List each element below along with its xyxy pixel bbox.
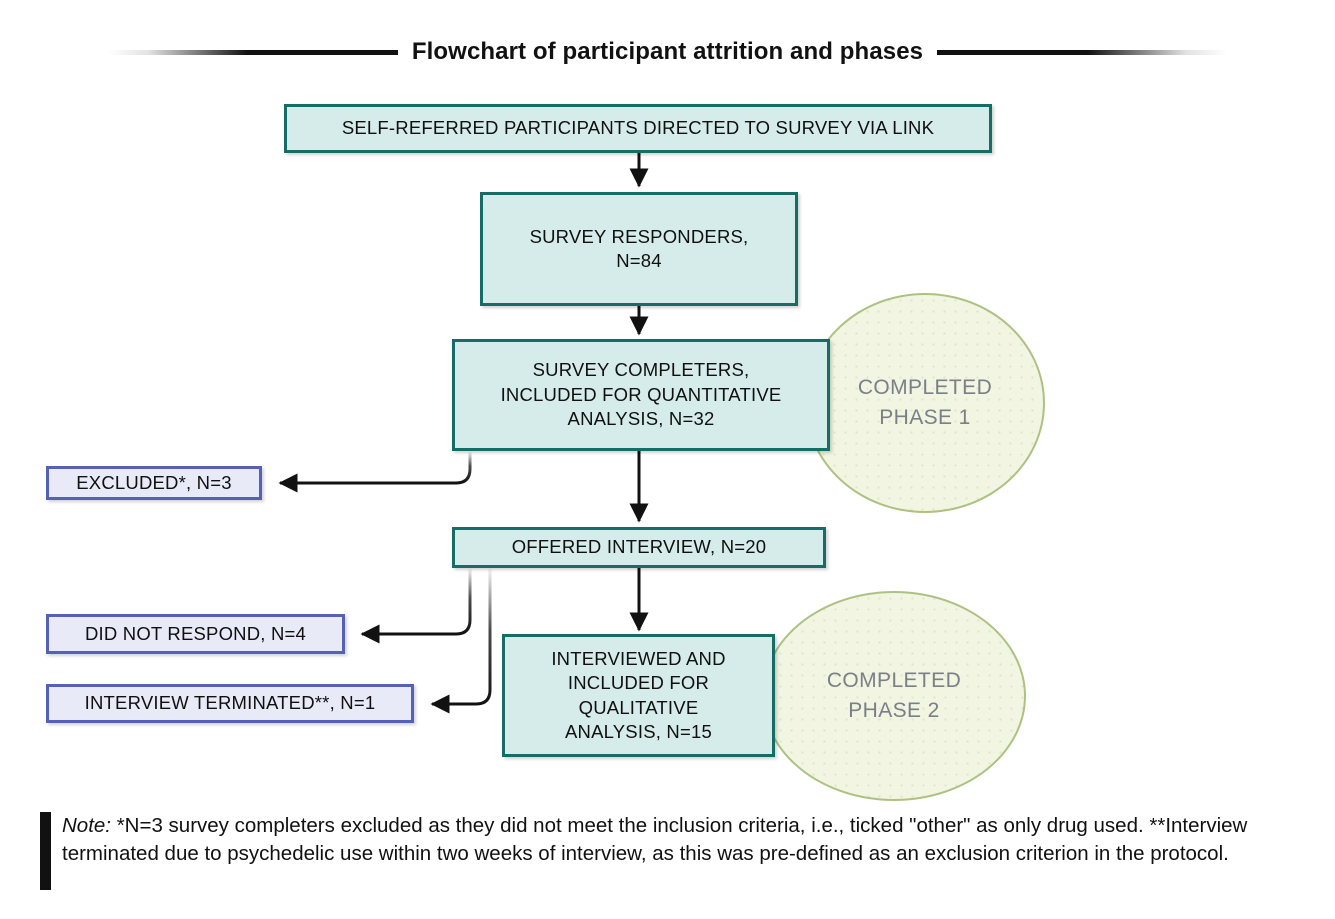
figure-title-row: Flowchart of participant attrition and p… <box>0 32 1335 72</box>
node-interviewed[interactable]: INTERVIEWED AND INCLUDED FOR QUALITATIVE… <box>502 634 775 757</box>
node-label: INTERVIEW TERMINATED**, N=1 <box>84 692 376 714</box>
connector-completers-to-excluded <box>278 452 472 493</box>
phase-badge-label: COMPLETED PHASE 1 <box>857 376 993 429</box>
node-interview-terminated[interactable]: INTERVIEW TERMINATED**, N=1 <box>46 684 414 723</box>
title-rule-left <box>107 49 398 55</box>
node-offered-interview[interactable]: OFFERED INTERVIEW, N=20 <box>452 527 826 568</box>
title-rule-right <box>937 49 1228 55</box>
phase-badge-phase-2: COMPLETED PHASE 2 <box>762 591 1026 801</box>
figure-note: Note: *N=3 survey completers excluded as… <box>40 812 1320 890</box>
node-excluded[interactable]: EXCLUDED*, N=3 <box>46 466 262 500</box>
note-lead-label: Note: <box>62 814 111 837</box>
node-label: INTERVIEWED AND INCLUDED FOR QUALITATIVE… <box>551 647 726 742</box>
page-title: Flowchart of participant attrition and p… <box>411 38 924 65</box>
note-body-text: *N=3 survey completers excluded as they … <box>62 814 1248 865</box>
node-label: SURVEY COMPLETERS, INCLUDED FOR QUANTITA… <box>500 359 782 430</box>
connector-offered-to-terminated <box>430 569 492 714</box>
node-label: SELF-REFERRED PARTICIPANTS DIRECTED TO S… <box>341 117 935 139</box>
node-survey-completers[interactable]: SURVEY COMPLETERS, INCLUDED FOR QUANTITA… <box>452 339 830 451</box>
node-label: OFFERED INTERVIEW, N=20 <box>511 536 767 558</box>
node-survey-responders[interactable]: SURVEY RESPONDERS, N=84 <box>480 192 798 306</box>
note-accent-bar <box>40 812 51 890</box>
phase-badge-phase-1: COMPLETED PHASE 1 <box>805 293 1045 513</box>
node-did-not-respond[interactable]: DID NOT RESPOND, N=4 <box>46 614 345 654</box>
node-label: EXCLUDED*, N=3 <box>76 471 232 493</box>
note-text: Note: *N=3 survey completers excluded as… <box>62 812 1320 868</box>
connector-offered-to-no-response <box>360 569 472 644</box>
node-label: DID NOT RESPOND, N=4 <box>84 622 307 644</box>
phase-badge-label: COMPLETED PHASE 2 <box>826 669 962 722</box>
node-recruitment[interactable]: SELF-REFERRED PARTICIPANTS DIRECTED TO S… <box>284 104 992 153</box>
node-label: SURVEY RESPONDERS, N=84 <box>529 225 749 271</box>
